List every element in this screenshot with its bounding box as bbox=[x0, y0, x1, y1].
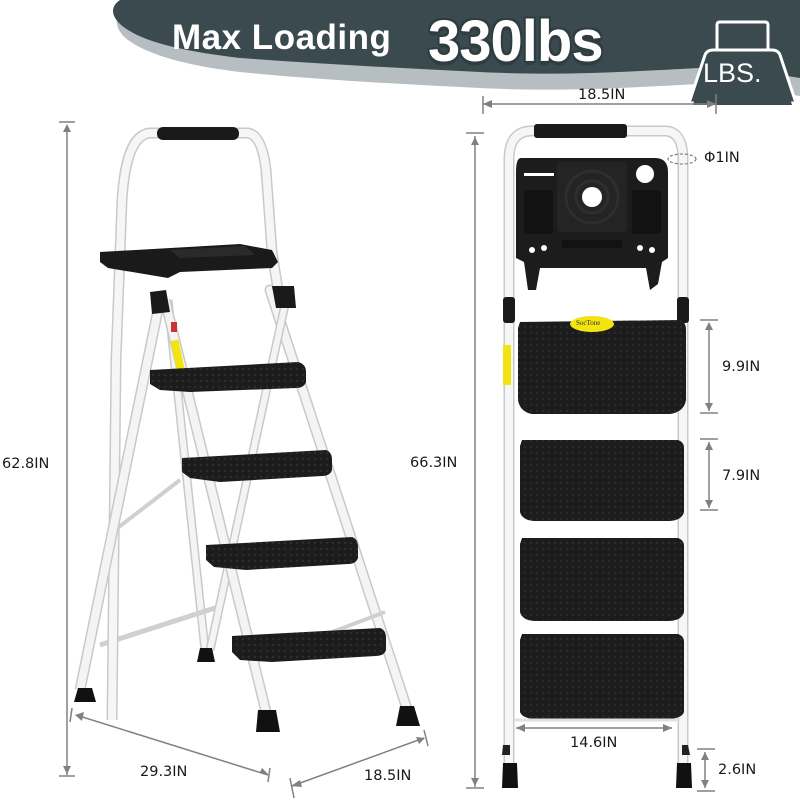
side-view-ladder bbox=[59, 121, 429, 799]
front-handle-grip bbox=[534, 124, 627, 138]
tube-diameter-marker bbox=[667, 153, 697, 165]
step-gap-label: 9.9IN bbox=[722, 359, 761, 375]
front-tool-tray bbox=[516, 158, 668, 290]
brand-badge bbox=[570, 316, 614, 332]
side-height-label: 62.8IN bbox=[2, 456, 50, 472]
weight-badge-text: LBS. bbox=[703, 58, 762, 88]
side-step-3 bbox=[206, 537, 358, 570]
side-depth-label: 29.3IN bbox=[140, 764, 188, 780]
side-step-1 bbox=[150, 362, 306, 392]
front-step-4 bbox=[520, 634, 684, 719]
step-depth-label: 7.9IN bbox=[722, 468, 761, 484]
inner-width-label: 14.6IN bbox=[570, 735, 618, 751]
width-dimension-line bbox=[289, 729, 429, 799]
max-loading-value: 330lbs bbox=[428, 9, 604, 74]
tube-diameter-label: Φ1IN bbox=[704, 150, 740, 166]
handle-grip bbox=[157, 127, 239, 140]
front-step-1 bbox=[518, 320, 686, 414]
front-height-label: 66.3IN bbox=[410, 455, 458, 471]
height-dimension-line bbox=[59, 121, 75, 777]
front-height-dimension-line bbox=[466, 132, 484, 789]
max-loading-label: Max Loading bbox=[172, 18, 392, 57]
step-gap-dimension-line bbox=[700, 319, 718, 414]
step-depth-dimension-line bbox=[700, 438, 718, 511]
front-step-3 bbox=[520, 538, 684, 621]
top-width-dimension-line bbox=[482, 94, 717, 114]
side-step-2 bbox=[182, 450, 332, 482]
foot-height-dimension-line bbox=[697, 748, 715, 792]
side-width-label: 18.5IN bbox=[364, 768, 412, 784]
weight-icon bbox=[686, 20, 795, 105]
inner-width-dimension-line bbox=[516, 724, 672, 732]
front-view-ladder bbox=[466, 94, 718, 792]
foot-height-label: 2.6IN bbox=[718, 762, 757, 778]
front-top-width-label: 18.5IN bbox=[578, 87, 626, 103]
depth-dimension-line bbox=[69, 707, 271, 783]
side-step-4 bbox=[232, 628, 386, 662]
banner-background bbox=[113, 0, 800, 96]
front-step-2 bbox=[520, 440, 684, 521]
brand-badge-text: SocTone bbox=[576, 319, 601, 327]
